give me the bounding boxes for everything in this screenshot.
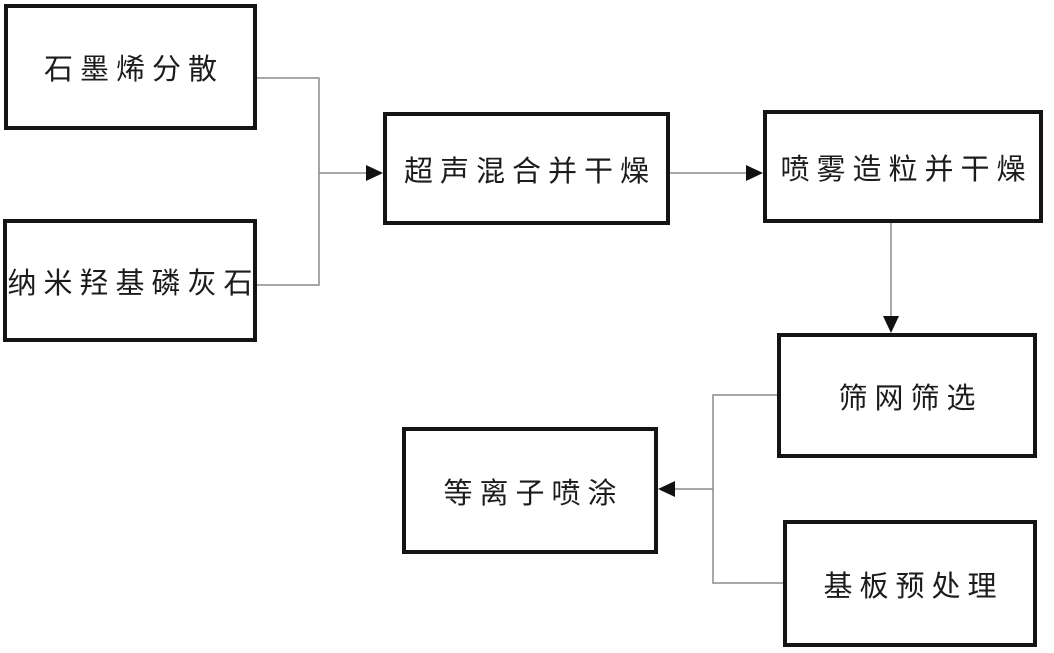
- node-substrate-pretreatment: 基板预处理: [783, 520, 1037, 647]
- node-graphene-dispersion: 石墨烯分散: [4, 4, 257, 130]
- node-label-plasma-spraying: 等离子喷涂: [443, 475, 624, 510]
- node-label-sieve-screening: 筛网筛选: [838, 380, 983, 415]
- arrowhead-into-sieve: [883, 316, 899, 333]
- node-label-nano-hydroxyapatite: 纳米羟基磷灰石: [7, 265, 260, 300]
- connector-right-merge-bracket: [712, 394, 783, 584]
- node-sieve-screening: 筛网筛选: [777, 333, 1037, 458]
- connector-left-merge-bracket: [257, 77, 320, 286]
- node-spray-granulate-dry: 喷雾造粒并干燥: [763, 110, 1043, 223]
- node-label-ultrasonic-mix-dry: 超声混合并干燥: [403, 153, 656, 188]
- node-label-substrate-pretreatment: 基板预处理: [823, 568, 1004, 603]
- node-label-spray-granulate-dry: 喷雾造粒并干燥: [780, 151, 1033, 186]
- node-plasma-spraying: 等离子喷涂: [402, 427, 658, 554]
- arrowhead-into-spray: [746, 165, 763, 181]
- arrowhead-into-plasma: [658, 481, 675, 497]
- arrowhead-into-ultrasonic: [366, 165, 383, 181]
- node-ultrasonic-mix-dry: 超声混合并干燥: [383, 112, 670, 225]
- node-nano-hydroxyapatite: 纳米羟基磷灰石: [3, 219, 257, 342]
- node-label-graphene-dispersion: 石墨烯分散: [43, 52, 224, 86]
